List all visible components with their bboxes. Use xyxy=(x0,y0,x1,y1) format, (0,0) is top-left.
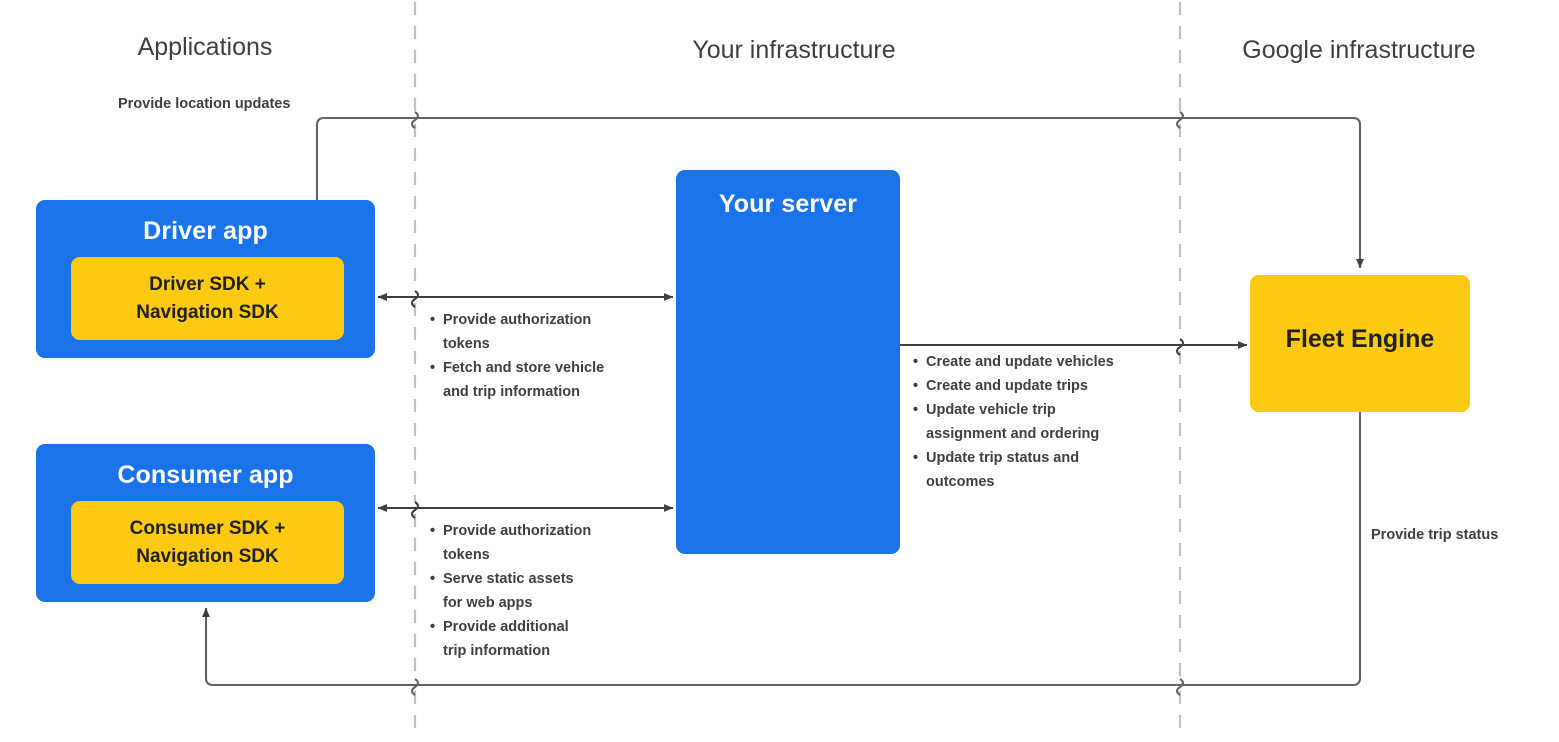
bullets-server-fleet-engine: Create and update vehicles Create and up… xyxy=(913,350,1168,494)
driver-sdk-label: Driver SDK +Navigation SDK xyxy=(136,273,279,323)
bullet-item: Create and update trips xyxy=(913,374,1168,398)
zone-title-applications: Applications xyxy=(137,33,273,61)
bullet-item: Create and update vehicles xyxy=(913,350,1168,374)
node-consumer-app[interactable]: Consumer app Consumer SDK +Navigation SD… xyxy=(36,444,375,602)
zone-title-google-infrastructure: Google infrastructure xyxy=(1242,36,1476,64)
consumer-app-title: Consumer app xyxy=(117,461,294,489)
node-fleet-engine[interactable]: Fleet Engine xyxy=(1250,275,1470,412)
node-consumer-sdk[interactable]: Consumer SDK +Navigation SDK xyxy=(71,501,344,584)
node-driver-app[interactable]: Driver app Driver SDK +Navigation SDK xyxy=(36,200,375,358)
zone-title-your-infrastructure: Your infrastructure xyxy=(692,36,896,64)
consumer-sdk-label: Consumer SDK +Navigation SDK xyxy=(129,517,286,567)
node-your-server[interactable]: Your server xyxy=(676,170,900,554)
edge-label-trip-status: Provide trip status xyxy=(1371,527,1499,543)
driver-app-title: Driver app xyxy=(143,217,268,245)
your-server-title: Your server xyxy=(718,190,858,218)
edge-label-location-updates: Provide location updates xyxy=(118,96,291,112)
fleet-engine-title: Fleet Engine xyxy=(1285,325,1435,353)
node-driver-sdk[interactable]: Driver SDK +Navigation SDK xyxy=(71,257,344,340)
